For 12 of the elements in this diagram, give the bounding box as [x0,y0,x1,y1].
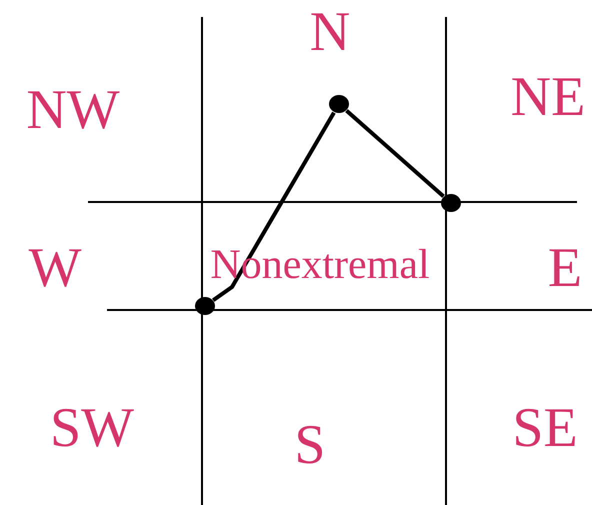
region-label: SW [50,400,134,456]
region-label: NW [26,82,120,138]
region-label: S [294,417,326,473]
region-label: SE [512,400,578,456]
region-label: W [28,240,82,296]
polyline-segment [345,109,445,198]
region-label: NE [510,69,586,125]
vertex-dot [329,95,349,113]
vertex-dot [441,194,461,212]
vertex-dot [195,297,215,315]
region-label: N [310,4,350,60]
region-label: E [548,240,582,296]
